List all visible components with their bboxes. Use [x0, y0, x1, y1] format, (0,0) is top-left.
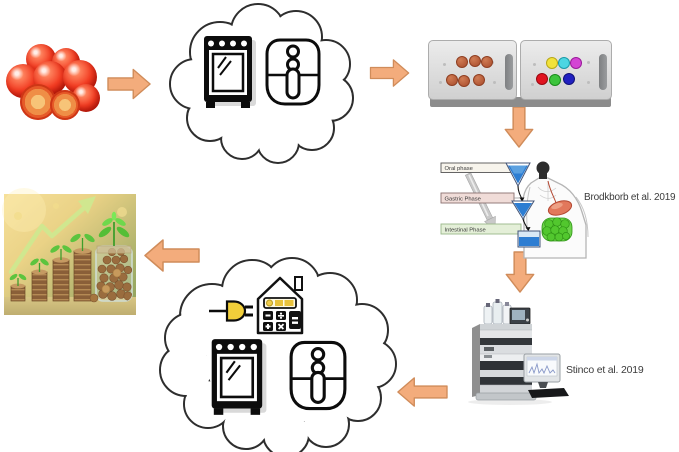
growth-arrow — [8, 196, 96, 275]
sample-dot — [446, 74, 458, 86]
left-arrow-icon — [397, 377, 448, 407]
right-arrow-icon — [107, 68, 151, 100]
savings-jar — [89, 245, 133, 303]
cloud-shape — [169, 3, 354, 164]
sample-dot — [473, 74, 485, 86]
sample-plate-raw — [428, 40, 517, 100]
citation-stinco: Stinco et al. 2019 — [566, 364, 644, 376]
funnel-icon — [511, 200, 535, 231]
funnel-icon — [505, 162, 531, 202]
sample-dot — [558, 57, 570, 69]
monitor — [523, 353, 561, 388]
sample-dot — [570, 57, 582, 69]
sample-dot — [458, 75, 470, 87]
gastric-phase-label: Gastric Phase — [445, 197, 481, 203]
sample-plates — [428, 40, 612, 108]
sample-dot — [456, 56, 468, 68]
sample-dot — [563, 73, 575, 85]
tomato-half-icon — [50, 90, 80, 120]
down-arrow-icon — [504, 106, 534, 148]
sample-dot — [549, 74, 561, 86]
air-fryer-icon — [265, 38, 321, 106]
seedlings — [9, 233, 95, 286]
digestion-diagram: Oral phase Gastric Phase Intestinal Phas… — [440, 161, 589, 259]
keyboard — [528, 388, 569, 398]
money-growth-image — [2, 188, 136, 315]
jar-plant — [98, 211, 130, 246]
intestinal-phase-box — [440, 223, 522, 235]
beaker-icon — [517, 230, 541, 248]
plug-icon — [209, 300, 253, 322]
house-calculator-icon — [256, 276, 304, 335]
left-arrow-icon — [144, 239, 200, 272]
oral-phase-label: Oral phase — [445, 166, 473, 172]
oven-icon — [211, 339, 267, 415]
sample-dot — [469, 55, 481, 67]
sample-plate-processed — [520, 40, 612, 100]
instrument-screen — [509, 307, 531, 325]
tomatoes-image — [6, 40, 102, 124]
solvent-bottles — [483, 299, 512, 325]
sample-dot — [536, 73, 548, 85]
plate-slot — [599, 54, 607, 90]
plate-slot — [505, 54, 513, 90]
citation-brodkborb: Brodkborb et al. 2019 — [584, 192, 676, 203]
air-fryer-icon — [289, 340, 347, 411]
plate-base — [430, 97, 611, 107]
sample-dot — [481, 56, 493, 68]
coin-stacks — [10, 248, 92, 302]
oven-icon — [204, 36, 256, 108]
sample-dot — [546, 57, 558, 69]
intestinal-phase-label: Intestinal Phase — [445, 228, 486, 234]
right-arrow-icon — [369, 59, 410, 87]
hplc-instrument — [468, 299, 569, 405]
